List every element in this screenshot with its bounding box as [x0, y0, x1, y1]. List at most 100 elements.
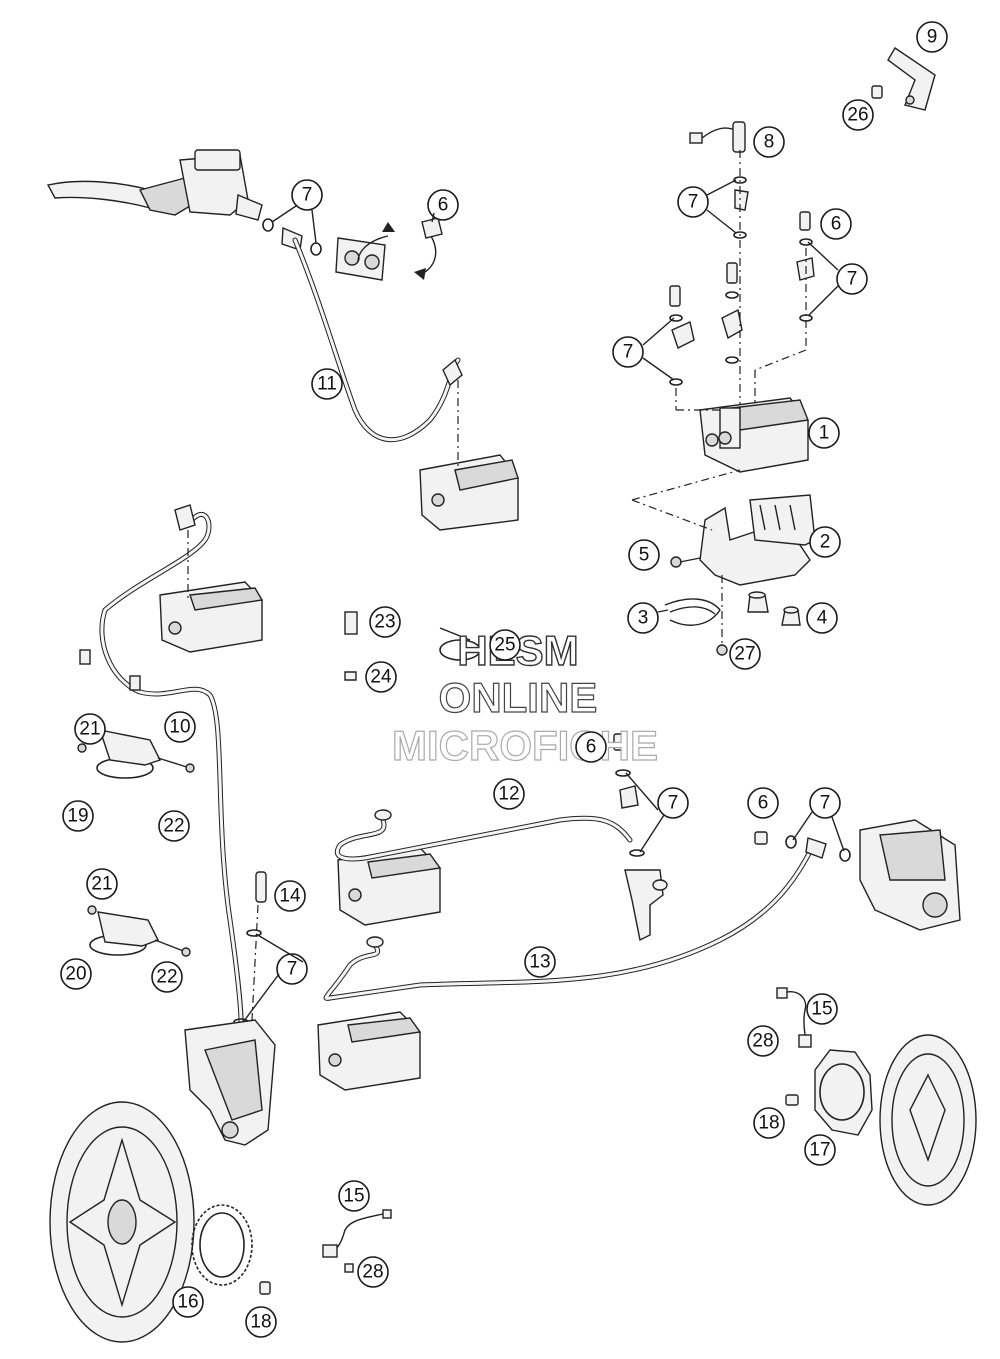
rear-brake-caliper	[754, 819, 961, 931]
abs-banjo-fittings-stack	[669, 150, 815, 411]
watermark-line-2: ONLINE	[439, 674, 598, 721]
callout-label: 6	[586, 737, 597, 758]
callout-17: 17	[804, 1134, 836, 1166]
rear-brake-hose-12	[335, 809, 633, 862]
screw-27	[716, 575, 728, 656]
front-brake-disc	[49, 1101, 195, 1343]
callout-label: 6	[758, 793, 769, 814]
rear-abs-sensor-ring-17	[814, 1049, 873, 1136]
callout-label: 6	[438, 195, 449, 216]
callout-label: 7	[847, 269, 858, 290]
rubber-mounts-4	[747, 591, 801, 626]
front-wheel-speed-sensor-15	[322, 1209, 392, 1273]
callout-label: 26	[847, 105, 868, 126]
watermark: HESM ONLINE MICROFICHE	[391, 626, 658, 769]
callout-label: 19	[67, 806, 88, 827]
callout-23: 23	[369, 606, 401, 638]
callout-18-front: 18	[245, 1306, 277, 1338]
leader-lines	[243, 179, 845, 1022]
watermark-line-3: MICROFICHE	[392, 722, 658, 769]
callout-18-rear: 18	[753, 1107, 785, 1139]
callout-label: 5	[639, 545, 650, 566]
callout-label: 7	[688, 192, 699, 213]
abs-mounting-plate-2	[631, 469, 816, 586]
callout-6-rear-caliper: 6	[747, 787, 779, 819]
callout-label: 16	[177, 1292, 198, 1313]
callout-label: 3	[638, 608, 649, 629]
callout-label: 28	[752, 1031, 773, 1052]
callout-label: 7	[820, 793, 831, 814]
rear-wheel-speed-sensor-15	[776, 987, 812, 1048]
callout-label: 11	[317, 374, 337, 395]
callout-21-upper: 21	[74, 713, 106, 745]
screw-5	[670, 556, 701, 568]
callout-label: 7	[668, 793, 679, 814]
callout-15-rear: 15	[806, 993, 838, 1025]
callout-label: 13	[529, 952, 550, 973]
callout-6-adapter: 6	[427, 189, 459, 221]
abs-unit-reference-upper	[419, 380, 519, 531]
callout-7-abs-top: 7	[677, 186, 709, 218]
callout-6-abs-right: 6	[820, 208, 852, 240]
callout-4: 4	[806, 602, 838, 634]
callout-label: 7	[287, 959, 298, 980]
callout-28-rear: 28	[747, 1025, 779, 1057]
callout-19: 19	[62, 800, 94, 832]
callout-28-front: 28	[357, 1256, 389, 1288]
callout-22-upper: 22	[158, 810, 190, 842]
front-abs-sensor-ring-16	[191, 1204, 253, 1286]
callout-11: 11	[311, 368, 343, 400]
callout-label: 17	[809, 1140, 830, 1161]
callout-label: 2	[820, 532, 831, 553]
callout-24: 24	[365, 661, 397, 693]
callout-label: 1	[819, 423, 830, 444]
cable-clip-23	[344, 611, 358, 635]
rear-brake-disc	[879, 1034, 977, 1206]
clamp-20	[87, 905, 191, 957]
callout-label: 8	[764, 132, 775, 153]
callout-label: 14	[279, 886, 301, 907]
rear-master-cylinder	[613, 733, 668, 942]
callout-label: 4	[817, 608, 828, 629]
rear-brake-hose-13	[323, 845, 815, 1001]
abs-hydraulic-unit-1	[699, 397, 809, 473]
callout-label: 9	[927, 27, 938, 48]
callout-15-front: 15	[338, 1180, 370, 1212]
callout-label: 10	[169, 717, 190, 738]
front-brake-caliper	[184, 1019, 276, 1146]
callout-label: 21	[79, 719, 100, 740]
screw-18-rear	[785, 1094, 799, 1106]
callout-22-lower: 22	[151, 961, 183, 993]
callout-label: 6	[831, 214, 842, 235]
callout-7-rear-master: 7	[657, 787, 689, 819]
callout-label: 15	[343, 1186, 364, 1207]
callout-label: 18	[250, 1312, 271, 1333]
bolt-26-top	[871, 85, 883, 99]
abs-unit-reference-lower	[317, 1011, 422, 1091]
callout-27: 27	[729, 638, 761, 670]
callout-5: 5	[628, 539, 660, 571]
mounting-bracket-9	[887, 47, 936, 111]
brake-line-adapter-block	[335, 217, 443, 281]
callout-label: 24	[370, 667, 392, 688]
callout-7-master-cyl: 7	[291, 179, 323, 211]
callout-7-abs-right: 7	[836, 263, 868, 295]
front-hose-banjo-fitting-top	[262, 218, 463, 443]
callout-label: 18	[758, 1113, 779, 1134]
callout-6-rear-master: 6	[575, 731, 607, 763]
callout-label: 7	[623, 342, 634, 363]
callout-label: 21	[91, 874, 112, 895]
callout-26-top: 26	[842, 99, 874, 131]
callout-21-lower: 21	[86, 868, 118, 900]
callout-10: 10	[164, 711, 196, 743]
callout-12: 12	[493, 778, 525, 810]
front-master-cylinder-with-lever	[46, 149, 263, 221]
callout-1: 1	[808, 417, 840, 449]
callout-13: 13	[524, 946, 556, 978]
callout-label: 25	[494, 635, 515, 656]
abs-unit-reference-middle	[337, 847, 442, 926]
callout-7-front-caliper: 7	[276, 953, 308, 985]
cable-tie-25	[439, 627, 481, 661]
front-brake-hose-10	[79, 504, 244, 1038]
